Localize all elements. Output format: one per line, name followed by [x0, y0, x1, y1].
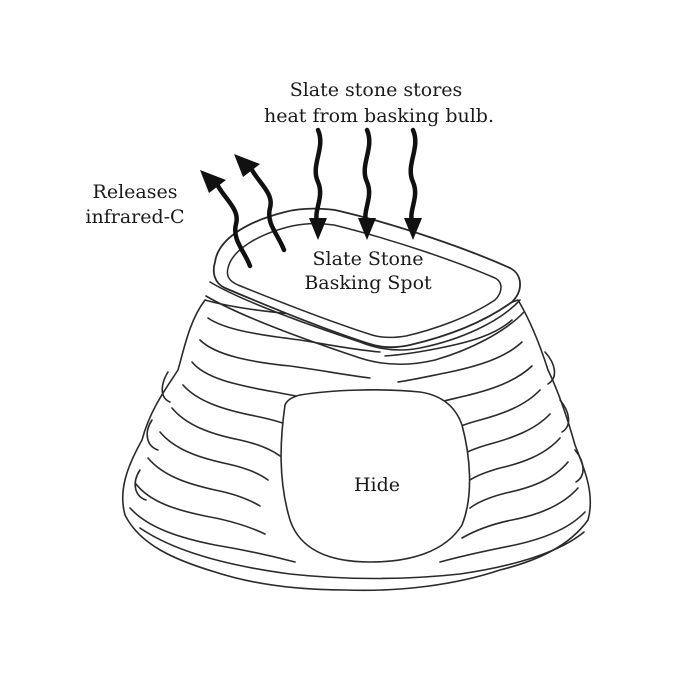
rock-chunk [146, 419, 159, 451]
slate-label-line1: Slate Stone [313, 248, 424, 270]
infrared-label-line2: infrared-C [85, 206, 184, 228]
up-arrow-head-icon [200, 170, 226, 193]
rock-chunk [559, 399, 570, 433]
rock-layer [384, 319, 513, 357]
rock-layer [469, 437, 561, 481]
up-wavy-arrow-icon [249, 167, 287, 253]
heat-source-label-line1: Slate stone stores [290, 79, 463, 101]
down-wavy-arrow-icon [408, 127, 418, 227]
infrared-out-arrows [200, 154, 287, 269]
rock-chunk [161, 371, 171, 403]
hide-label: Hide [354, 474, 400, 496]
slate-stone [205, 207, 525, 366]
down-wavy-arrow-icon [313, 127, 323, 227]
heat-in-arrows [309, 127, 422, 240]
up-wavy-arrow-icon [215, 183, 253, 269]
rock-layer [397, 341, 523, 383]
heat-source-label-line2: heat from basking bulb. [264, 105, 494, 127]
rock-layer [461, 487, 579, 539]
slate-underlayer [205, 295, 525, 366]
down-arrow-head-icon [404, 218, 422, 240]
rock-chunk [574, 449, 584, 483]
rock-chunk [544, 351, 556, 385]
slate-slab-inner [226, 222, 502, 339]
rock-layer [439, 511, 586, 563]
rock-layer [171, 407, 281, 457]
rock-layer [135, 483, 266, 535]
rock-layer [199, 339, 371, 379]
hide-opening [280, 389, 471, 563]
rock-layer [129, 507, 296, 563]
slate-label-line2: Basking Spot [304, 272, 432, 294]
slate-slab-outer [212, 207, 521, 349]
rock-layer [159, 431, 269, 481]
infrared-label-line1: Releases [93, 181, 178, 203]
rock-layer [207, 317, 381, 353]
rock-chunk [134, 469, 147, 501]
down-arrow-head-icon [358, 218, 376, 240]
slate-underlayer [209, 281, 521, 351]
down-wavy-arrow-icon [362, 127, 372, 227]
up-arrow-head-icon [234, 154, 260, 177]
rock-layer [469, 461, 569, 509]
rock-base-layer [139, 527, 585, 580]
down-arrow-head-icon [309, 218, 327, 240]
rock-layer [147, 457, 261, 507]
